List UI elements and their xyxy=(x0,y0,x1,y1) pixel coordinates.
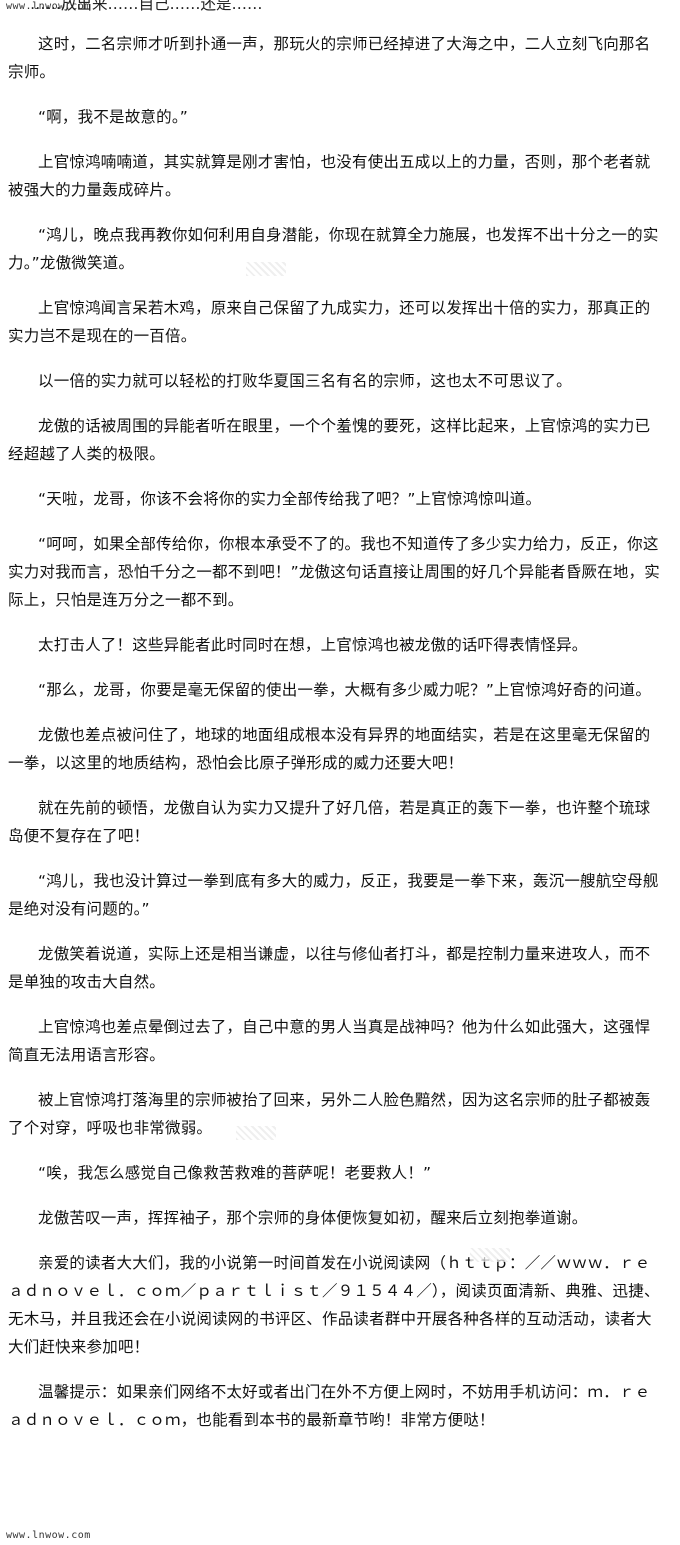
scan-artifact xyxy=(470,1248,510,1262)
cut-off-top-line: ……放出来……自己……还是…… xyxy=(30,0,263,13)
paragraph: 上官惊鸿喃喃道，其实就算是刚才害怕，也没有使出五成以上的力量，否则，那个老者就被… xyxy=(8,153,651,199)
chapter-body: 这时，二名宗师才听到扑通一声，那玩火的宗师已经掉进了大海之中，二人立刻飞向那名宗… xyxy=(0,30,680,1451)
paragraph: 龙傲也差点被问住了，地球的地面组成根本没有异界的地面结实，若是在这里毫无保留的一… xyxy=(8,726,651,772)
paragraph: “鸿儿，晚点我再教你如何利用自身潜能，你现在就算全力施展，也发挥不出十分之一的实… xyxy=(8,226,659,272)
paragraph: “唉，我怎么感觉自己像救苦救难的菩萨呢！老要救人！” xyxy=(38,1164,432,1182)
tip-paragraph: 温馨提示：如果亲们网络不太好或者出门在外不方便上网时，不妨用手机访问：ｍ．ｒｅａ… xyxy=(8,1383,651,1429)
paragraph: 以一倍的实力就可以轻松的打败华夏国三名有名的宗师，这也太不可思议了。 xyxy=(38,372,572,390)
paragraph: 上官惊鸿也差点晕倒过去了，自己中意的男人当真是战神吗？他为什么如此强大，这强悍简… xyxy=(8,1018,651,1064)
paragraph: 龙傲笑着说道，实际上还是相当谦虚，以往与修仙者打斗，都是控制力量来进攻人，而不是… xyxy=(8,945,651,991)
paragraph: 太打击人了！这些异能者此时同时在想，上官惊鸿也被龙傲的话吓得表情怪异。 xyxy=(38,636,588,654)
site-promo-paragraph: 亲爱的读者大大们，我的小说第一时间首发在小说阅读网（ｈｔｔｐ：／／ｗｗｗ．ｒｅａ… xyxy=(8,1254,660,1356)
watermark-top: www.lnwow.com xyxy=(6,1,91,12)
paragraph: 这时，二名宗师才听到扑通一声，那玩火的宗师已经掉进了大海之中，二人立刻飞向那名宗… xyxy=(8,35,651,81)
watermark-bottom: www.lnwow.com xyxy=(6,1530,91,1541)
paragraph: 龙傲苦叹一声，挥挥袖子，那个宗师的身体便恢复如初，醒来后立刻抱拳道谢。 xyxy=(38,1209,588,1227)
paragraph: 就在先前的顿悟，龙傲自认为实力又提升了好几倍，若是真正的轰下一拳，也许整个琉球岛… xyxy=(8,799,651,845)
paragraph: “那么，龙哥，你要是毫无保留的使出一拳，大概有多少威力呢？”上官惊鸿好奇的问道。 xyxy=(38,681,652,699)
paragraph: 被上官惊鸿打落海里的宗师被抬了回来，另外二人脸色黯然，因为这名宗师的肚子都被轰了… xyxy=(8,1091,651,1137)
paragraph: “啊，我不是故意的。” xyxy=(38,108,189,126)
paragraph: 龙傲的话被周围的异能者听在眼里，一个个羞愧的要死，这样比起来，上官惊鸿的实力已经… xyxy=(8,417,651,463)
paragraph: “天啦，龙哥，你该不会将你的实力全部传给我了吧？”上官惊鸿惊叫道。 xyxy=(38,490,542,508)
paragraph: 上官惊鸿闻言呆若木鸡，原来自己保留了九成实力，还可以发挥出十倍的实力，那真正的实… xyxy=(8,299,651,345)
scan-artifact xyxy=(236,1126,276,1140)
scan-artifact xyxy=(246,262,286,276)
paragraph: “鸿儿，我也没计算过一拳到底有多大的威力，反正，我要是一拳下来，轰沉一艘航空母舰… xyxy=(8,872,659,918)
paragraph: “呵呵，如果全部传给你，你根本承受不了的。我也不知道传了多少实力给力，反正，你这… xyxy=(8,535,660,609)
